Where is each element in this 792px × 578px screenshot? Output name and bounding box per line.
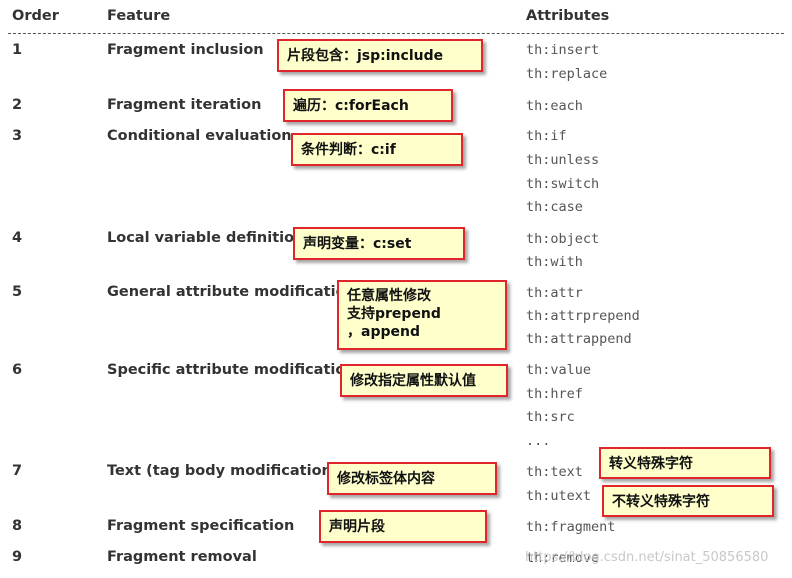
annotation-note: 转义特殊字符 [599,447,771,479]
attribute-cell: th:attrappend [526,331,632,347]
annotation-note: 声明片段 [319,510,487,543]
annotation-note: 任意属性修改 支持prepend ，append [337,280,507,350]
order-cell: 4 [12,230,23,246]
attribute-cell: th:if [526,128,567,144]
order-cell: 7 [12,463,23,479]
attribute-cell: th:each [526,98,583,114]
attribute-cell: th:attrprepend [526,308,640,324]
attribute-cell: th:text [526,464,583,480]
header-attributes: Attributes [526,8,610,24]
annotation-note: 声明变量：c:set [293,227,465,260]
annotation-note-line: ，append [347,324,420,340]
feature-cell: Text (tag body modification) [107,463,339,479]
attribute-cell: th:href [526,386,583,402]
feature-cell: Specific attribute modification [107,362,356,378]
annotation-note: 修改指定属性默认值 [340,364,508,397]
header-divider [8,33,784,34]
annotation-note: 修改标签体内容 [327,462,497,495]
attribute-cell: th:object [526,231,600,247]
attribute-cell: th:remove [526,550,600,566]
order-cell: 1 [12,42,23,58]
feature-cell: Fragment removal [107,549,257,565]
attribute-cell: th:switch [526,176,600,192]
feature-cell: Fragment iteration [107,97,262,113]
order-cell: 6 [12,362,23,378]
annotation-note-line: 任意属性修改 [347,288,431,304]
watermark: https://blog.csdn.net/sinat_50856580 [525,550,769,565]
attribute-cell: th:fragment [526,519,616,535]
annotation-note: 片段包含：jsp:include [277,39,483,72]
attribute-cell: th:value [526,362,592,378]
attribute-cell: th:src [526,409,575,425]
header-order: Order [12,8,59,24]
annotation-note: 遍历：c:forEach [283,89,453,122]
feature-cell: Conditional evaluation [107,128,292,144]
order-cell: 3 [12,128,23,144]
attribute-cell: th:case [526,199,583,215]
annotation-note: 条件判断：c:if [291,133,463,166]
header-feature: Feature [107,8,171,24]
attribute-cell: th:insert [526,42,600,58]
feature-cell: Local variable definition [107,230,305,246]
attribute-cell: th:unless [526,152,600,168]
feature-cell: Fragment inclusion [107,42,264,58]
feature-cell: General attribute modification [107,284,356,300]
order-cell: 2 [12,97,23,113]
attribute-cell: th:with [526,254,583,270]
order-cell: 8 [12,518,23,534]
attribute-cell: th:utext [526,488,592,504]
order-cell: 9 [12,549,23,565]
attribute-cell: th:replace [526,66,608,82]
annotation-note: 不转义特殊字符 [602,485,774,517]
annotation-note-line: 支持prepend [347,306,441,322]
attribute-cell: ... [526,433,551,449]
feature-cell: Fragment specification [107,518,295,534]
order-cell: 5 [12,284,23,300]
attribute-cell: th:attr [526,285,583,301]
